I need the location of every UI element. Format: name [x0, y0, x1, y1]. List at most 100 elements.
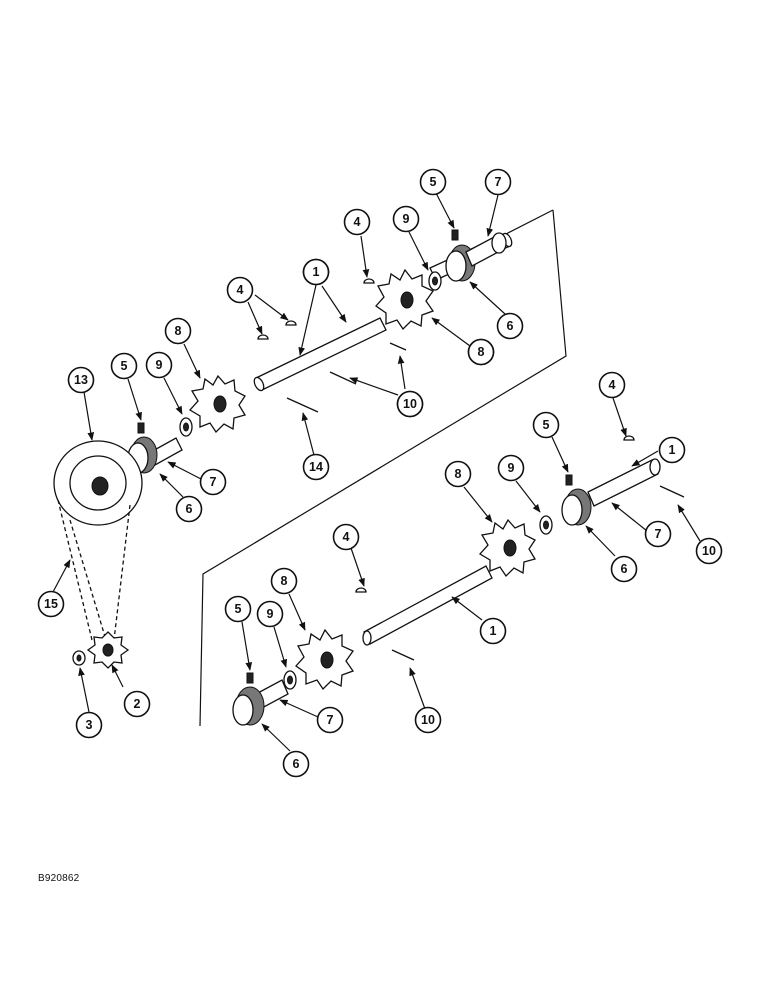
svg-text:1: 1 — [313, 265, 320, 279]
svg-text:5: 5 — [543, 418, 550, 432]
lower-left-assembly — [232, 565, 493, 726]
leader-1-lower — [451, 596, 483, 621]
callout-6-lower: 6 — [282, 750, 310, 778]
svg-text:5: 5 — [235, 602, 242, 616]
svg-text:4: 4 — [354, 215, 361, 229]
svg-text:10: 10 — [421, 713, 435, 727]
svg-text:15: 15 — [44, 597, 58, 611]
leader-13 — [83, 391, 95, 441]
leader-5-lower — [241, 621, 253, 671]
upper-pin-a — [286, 397, 319, 413]
svg-text:1: 1 — [490, 624, 497, 638]
lower-left-sprocket — [295, 628, 355, 691]
leader-10-a — [349, 377, 399, 396]
upper-right-sprocket — [375, 268, 435, 331]
leader-8-lowleft — [288, 593, 306, 631]
callout-10-right: 10 — [695, 537, 723, 565]
svg-text:10: 10 — [403, 397, 417, 411]
leader-4-c — [360, 235, 370, 278]
leader-7-lower — [279, 699, 319, 718]
callout-13: 13 — [67, 366, 95, 394]
drive-assembly — [53, 440, 143, 669]
callout-5-lower: 5 — [224, 595, 252, 623]
lower-long-shaft — [363, 565, 493, 645]
callout-9-upper: 9 — [392, 205, 420, 233]
callout-7-right: 7 — [644, 520, 672, 548]
svg-text:6: 6 — [293, 757, 300, 771]
callout-2: 2 — [123, 690, 151, 718]
leader-8-left — [183, 343, 201, 379]
lower-right-key — [623, 435, 635, 441]
upper-shaft-assembly — [127, 229, 513, 474]
lower-right-bearing-face — [561, 494, 583, 526]
upper-pin-c — [389, 342, 407, 351]
lower-right-shaft — [587, 459, 659, 507]
callout-1-right: 1 — [658, 436, 686, 464]
upper-shaft — [255, 317, 387, 391]
leader-9-lower — [273, 626, 288, 668]
callout-10-extra: 10 — [396, 390, 424, 418]
upper-key-c — [363, 278, 375, 284]
svg-text:6: 6 — [186, 502, 193, 516]
svg-text:7: 7 — [495, 175, 502, 189]
callout-5-right: 5 — [532, 411, 560, 439]
callout-4-upper-mid: 4 — [343, 208, 371, 236]
svg-text:8: 8 — [281, 574, 288, 588]
svg-text:3: 3 — [86, 718, 93, 732]
frame-edge — [505, 209, 554, 235]
callout-15: 15 — [37, 590, 65, 618]
leader-2 — [111, 664, 124, 688]
leader-6-lower — [261, 723, 291, 752]
callouts: 1 1 1 1 2 3 4 4 4 4 5 5 5 5 6 6 6 6 7 7 … — [37, 168, 723, 778]
leader-4-e — [350, 547, 365, 587]
leader-5-right — [551, 436, 569, 473]
leader-7-upper — [486, 194, 499, 237]
svg-text:7: 7 — [210, 475, 217, 489]
upper-assembly-frame — [199, 209, 567, 727]
lower-right-washer-hole — [543, 520, 549, 530]
upper-key-b — [285, 320, 297, 326]
leader-4-b — [254, 294, 289, 321]
callout-8-extra: 8 — [467, 338, 495, 366]
leader-1-upper-b — [321, 285, 347, 323]
small-washer-hole — [76, 654, 82, 662]
leader-7-left — [167, 461, 202, 480]
lower-left-pin — [391, 649, 415, 661]
leader-1-upper-a — [298, 284, 317, 356]
svg-text:8: 8 — [455, 467, 462, 481]
callout-4-upper-left: 4 — [226, 276, 254, 304]
callout-6-upper: 6 — [496, 312, 524, 340]
svg-text:5: 5 — [121, 359, 128, 373]
callout-4-right: 4 — [598, 371, 626, 399]
callout-7-lower: 7 — [316, 706, 344, 734]
callout-6-right: 6 — [610, 555, 638, 583]
svg-text:2: 2 — [134, 697, 141, 711]
callout-6-left: 6 — [175, 495, 203, 523]
drive-chain — [57, 499, 131, 641]
svg-text:4: 4 — [609, 378, 616, 392]
leader-8-lowright — [463, 486, 493, 523]
drawing-code-label: B920862 — [38, 873, 80, 884]
lower-right-grease-fitting — [565, 474, 573, 486]
leader-14 — [301, 412, 316, 460]
svg-text:7: 7 — [655, 527, 662, 541]
svg-text:10: 10 — [702, 544, 716, 558]
leader-6-right — [585, 525, 616, 557]
leader-4-a — [247, 301, 263, 335]
upper-left-sprocket — [188, 374, 246, 434]
svg-text:8: 8 — [175, 324, 182, 338]
leader-5-left — [127, 378, 142, 421]
upper-pin-b — [329, 371, 357, 385]
callout-7-left: 7 — [199, 468, 227, 496]
lower-left-key — [355, 587, 367, 593]
callout-7-upper: 7 — [484, 168, 512, 196]
leader-1-right — [631, 450, 659, 467]
callout-14: 14 — [302, 453, 330, 481]
leader-6-left — [159, 473, 184, 498]
leader-6-upper — [469, 281, 506, 315]
callout-3: 3 — [75, 711, 103, 739]
callout-5-left: 5 — [110, 352, 138, 380]
lower-left-washer-hole — [287, 675, 293, 685]
leader-10-right — [677, 504, 701, 542]
